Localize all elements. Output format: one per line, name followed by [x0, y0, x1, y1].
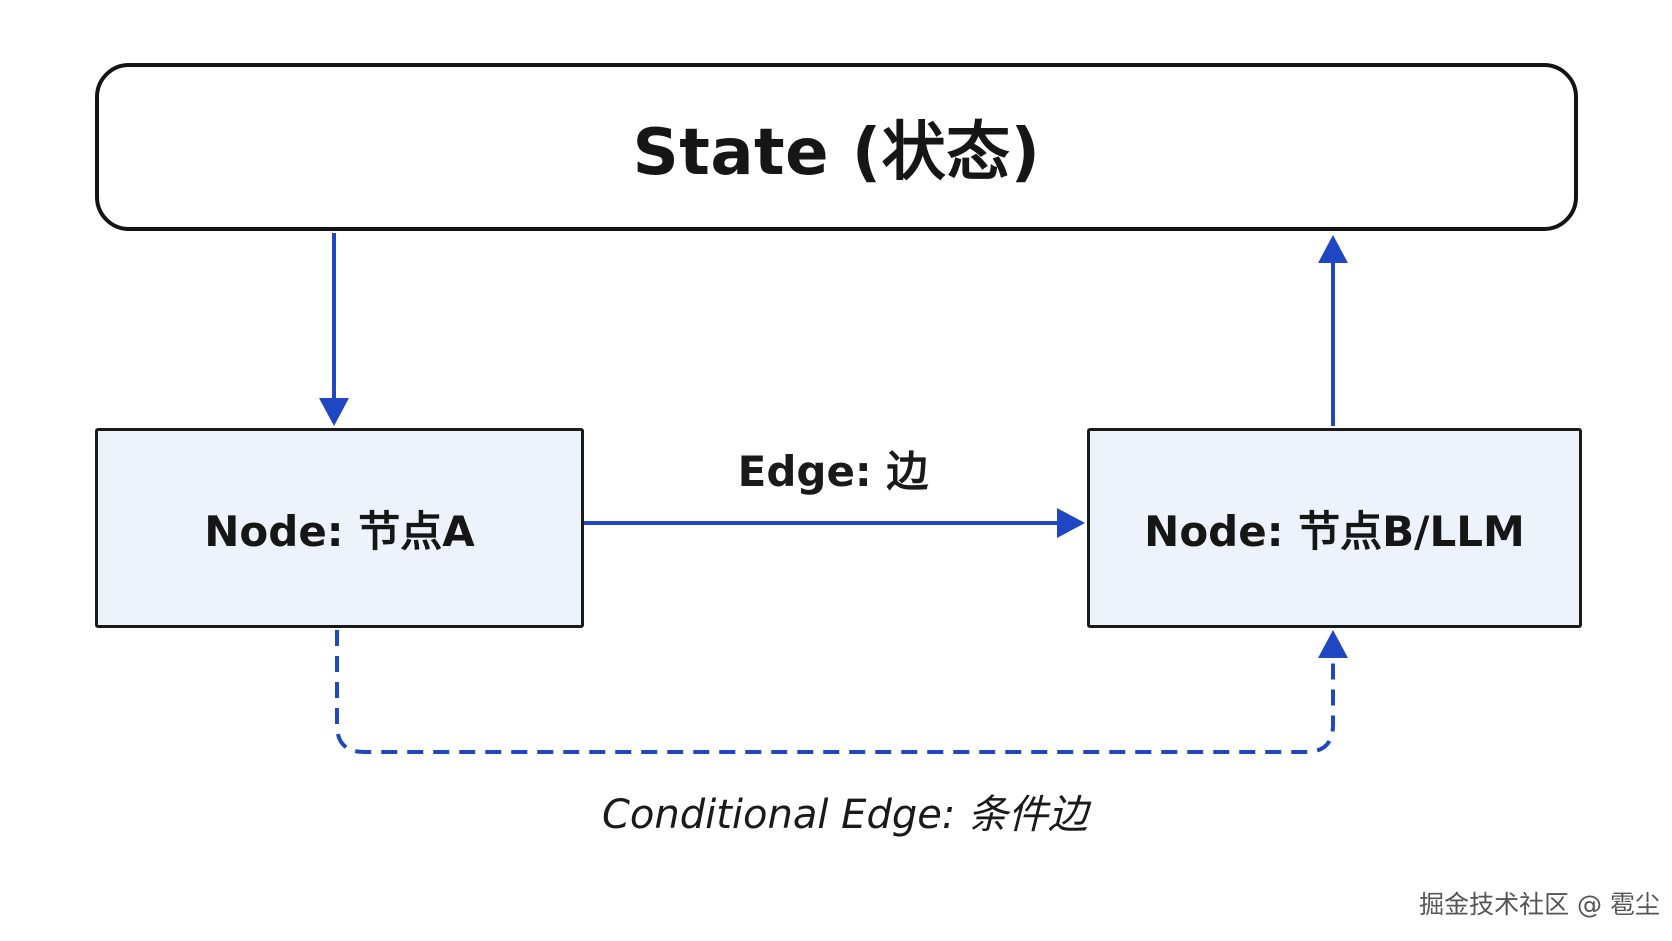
state-box: State (状态) — [95, 63, 1578, 231]
arrowhead-node-b — [1057, 508, 1085, 538]
watermark: 掘金技术社区 @ 雹尘 — [1419, 890, 1660, 919]
arrowhead-conditional — [1318, 630, 1348, 658]
node-a-box: Node: 节点A — [95, 428, 584, 628]
state-title: State (状态) — [632, 116, 1041, 190]
arrowhead-node-a — [319, 398, 349, 426]
node-b-label: Node: 节点B/LLM — [1144, 506, 1525, 556]
conditional-edge-label: Conditional Edge: 条件边 — [601, 792, 1089, 838]
conditional-edge-path — [335, 630, 1335, 754]
node-b-box: Node: 节点B/LLM — [1087, 428, 1582, 628]
arrowhead-state — [1318, 235, 1348, 263]
edge-label: Edge: 边 — [737, 447, 929, 496]
node-a-label: Node: 节点A — [204, 506, 475, 556]
